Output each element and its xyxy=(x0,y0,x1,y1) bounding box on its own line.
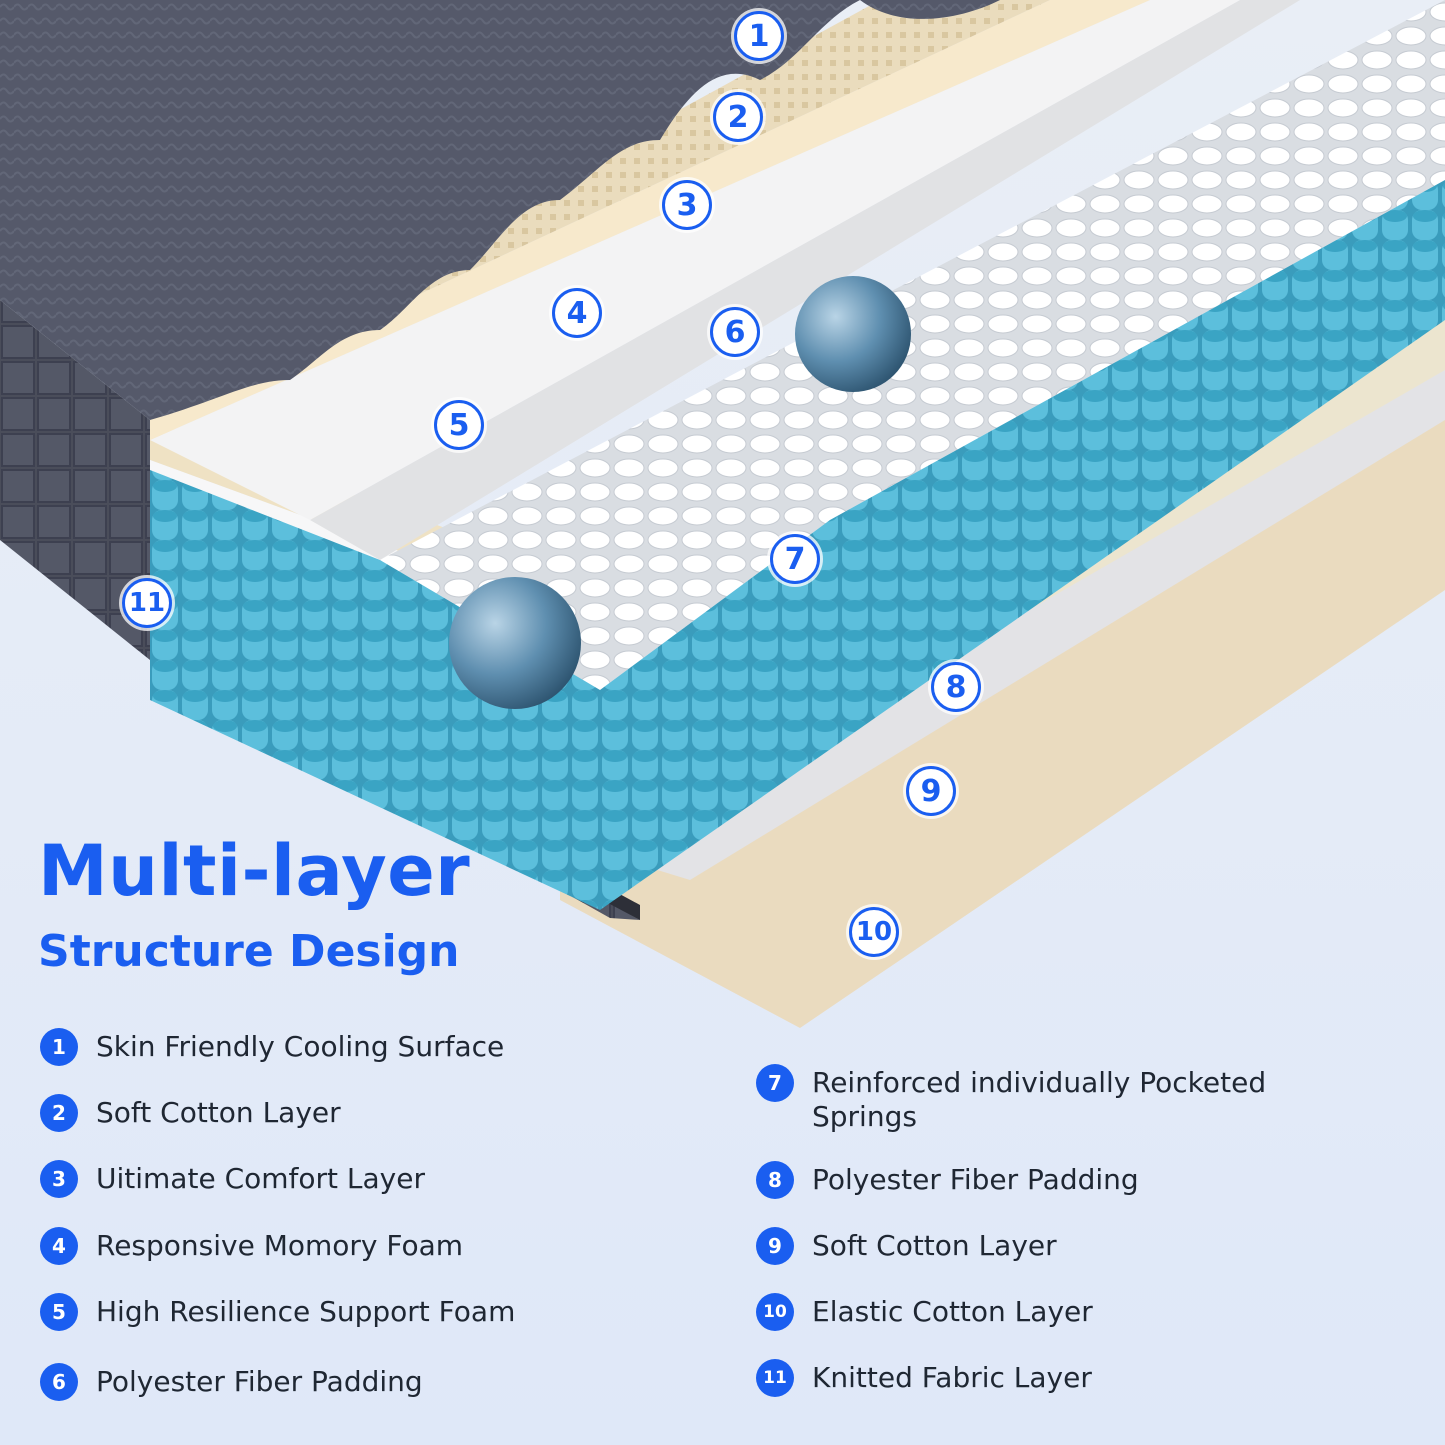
legend-item: 3 Uitimate Comfort Layer xyxy=(40,1160,425,1198)
support-foam-sheet xyxy=(150,0,1240,520)
legend-item: 8 Polyester Fiber Padding xyxy=(756,1161,1139,1199)
page-subtitle: Structure Design xyxy=(38,926,460,977)
legend-label: Reinforced individually Pocketed Springs xyxy=(812,1066,1267,1133)
legend-item: 2 Soft Cotton Layer xyxy=(40,1094,341,1132)
callout-5: 5 xyxy=(434,400,484,450)
legend-item: 10 Elastic Cotton Layer xyxy=(756,1293,1093,1331)
legend-number-badge: 5 xyxy=(40,1293,78,1331)
layers-legend-left: 1 Skin Friendly Cooling Surface 2 Soft C… xyxy=(40,1028,680,1410)
legend-number-badge: 8 xyxy=(756,1161,794,1199)
legend-label: Soft Cotton Layer xyxy=(812,1229,1057,1262)
page-title: Multi-layer xyxy=(38,830,471,912)
legend-number-badge: 2 xyxy=(40,1094,78,1132)
pocket-springs-core xyxy=(380,0,1445,690)
callout-10: 10 xyxy=(849,907,899,957)
callout-2: 2 xyxy=(713,92,763,142)
legend-number-badge: 1 xyxy=(40,1028,78,1066)
legend-label: Knitted Fabric Layer xyxy=(812,1361,1092,1394)
callout-4: 4 xyxy=(552,288,602,338)
legend-item: 7 Reinforced individually Pocketed Sprin… xyxy=(756,1064,1316,1134)
pressure-ball-top xyxy=(795,276,911,392)
callout-8: 8 xyxy=(931,662,981,712)
callout-9: 9 xyxy=(906,766,956,816)
legend-label: High Resilience Support Foam xyxy=(96,1295,516,1328)
legend-label: Responsive Momory Foam xyxy=(96,1229,464,1262)
legend-item: 11 Knitted Fabric Layer xyxy=(756,1359,1092,1397)
legend-label: Skin Friendly Cooling Surface xyxy=(96,1030,505,1063)
legend-number-badge: 3 xyxy=(40,1160,78,1198)
callout-7: 7 xyxy=(770,534,820,584)
legend-item: 5 High Resilience Support Foam xyxy=(40,1293,516,1331)
legend-number-badge: 11 xyxy=(756,1359,794,1397)
callout-6: 6 xyxy=(710,307,760,357)
legend-number-badge: 7 xyxy=(756,1064,794,1102)
cooling-surface-fabric xyxy=(0,0,1000,420)
blue-spring-right xyxy=(600,180,1445,910)
legend-item: 1 Skin Friendly Cooling Surface xyxy=(40,1028,505,1066)
legend-number-badge: 9 xyxy=(756,1227,794,1265)
legend-label: Polyester Fiber Padding xyxy=(96,1365,423,1398)
legend-number-badge: 4 xyxy=(40,1227,78,1265)
callout-11: 11 xyxy=(122,578,172,628)
legend-item: 6 Polyester Fiber Padding xyxy=(40,1363,423,1401)
legend-number-badge: 10 xyxy=(756,1293,794,1331)
legend-label: Elastic Cotton Layer xyxy=(812,1295,1093,1328)
legend-number-badge: 6 xyxy=(40,1363,78,1401)
callout-1: 1 xyxy=(734,11,784,61)
legend-item: 4 Responsive Momory Foam xyxy=(40,1227,464,1265)
callout-3: 3 xyxy=(662,180,712,230)
legend-label: Polyester Fiber Padding xyxy=(812,1163,1139,1196)
pressure-ball-bottom xyxy=(449,577,581,709)
polyester-padding-sheet xyxy=(310,0,1300,560)
legend-label: Uitimate Comfort Layer xyxy=(96,1162,425,1195)
memory-foam-sheet xyxy=(150,0,1150,440)
legend-item: 9 Soft Cotton Layer xyxy=(756,1227,1057,1265)
legend-label: Soft Cotton Layer xyxy=(96,1096,341,1129)
layers-legend-right: 7 Reinforced individually Pocketed Sprin… xyxy=(756,1064,1356,1406)
blue-spring-front xyxy=(150,470,600,910)
